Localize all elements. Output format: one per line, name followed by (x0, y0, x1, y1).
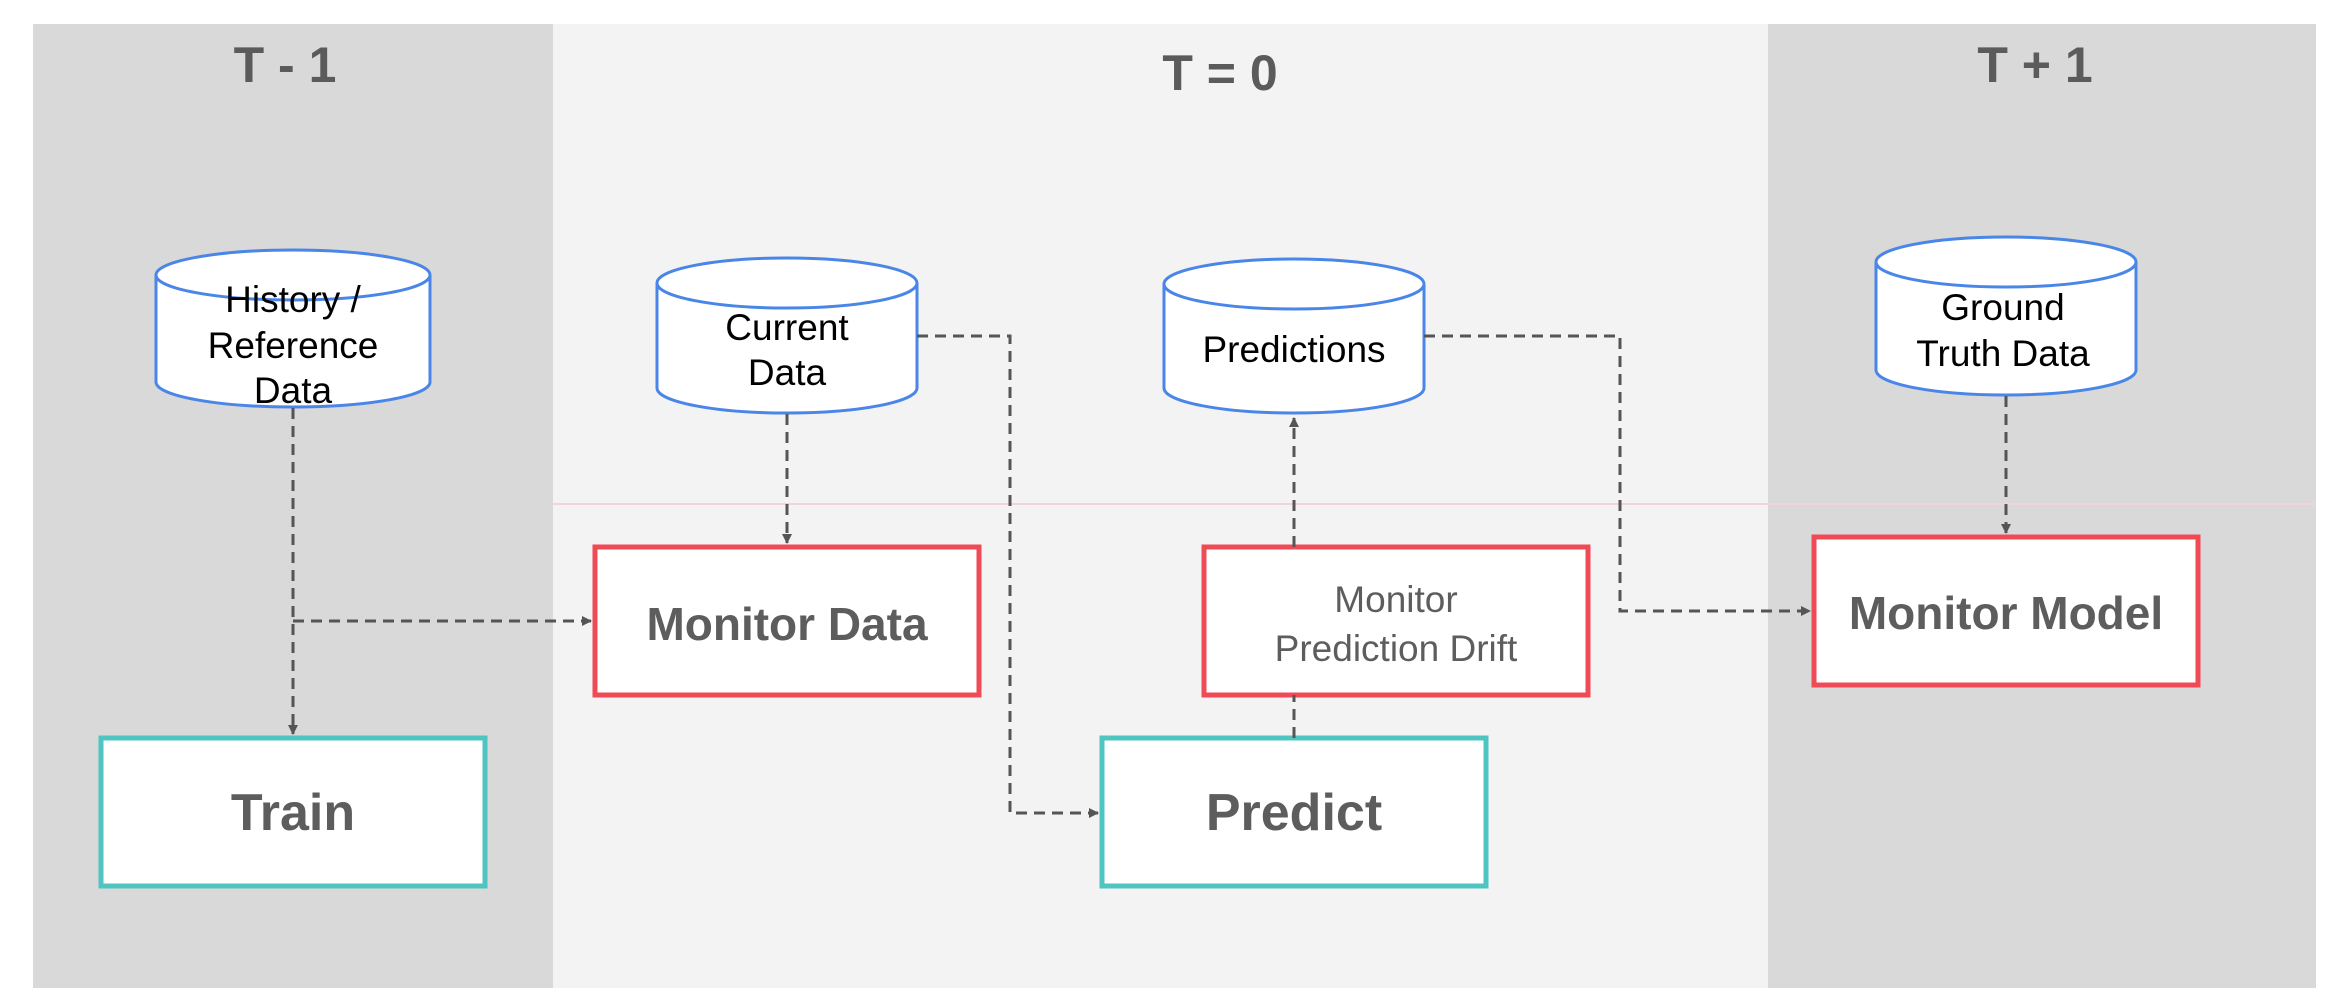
phase-future-label: T + 1 (1977, 37, 2092, 93)
predict-label: Predict (1206, 784, 1382, 842)
ground-truth-label-line-2: Truth Data (1916, 333, 2090, 374)
arrow-current-to-predict (917, 334, 1099, 818)
current-cylinder-body (655, 283, 919, 415)
ground-truth-cylinder-top (1874, 235, 2138, 289)
monitor-data-label: Monitor Data (646, 598, 928, 650)
band-future (1768, 24, 2316, 988)
history-label-line-1: History / (225, 279, 361, 320)
monitor-data-box: Monitor Data (592, 544, 982, 698)
ground-truth-label-line-1: Ground (1941, 287, 2064, 328)
monitor-prediction-drift-label-line-1: Monitor (1334, 579, 1457, 620)
history-reference-data-store: History / Reference Data (154, 248, 432, 411)
history-cylinder-body (154, 275, 432, 409)
monitor-model-box-border (1811, 534, 2201, 688)
monitor-prediction-drift-box-border (1201, 544, 1591, 698)
monitor-model-label: Monitor Model (1849, 587, 2163, 639)
predict-box: Predict (1099, 735, 1489, 889)
history-cylinder-top (154, 248, 432, 302)
arrow-predictions-to-monitor-model (1424, 334, 1811, 616)
predictions-label: Predictions (1202, 329, 1385, 370)
predictions-cylinder-top (1162, 257, 1426, 311)
phase-past-label: T - 1 (234, 37, 337, 93)
monitor-data-box-border (592, 544, 982, 698)
predictions-store: Predictions (1162, 257, 1426, 415)
monitor-model-box: Monitor Model (1811, 534, 2201, 688)
train-box-border (98, 735, 488, 889)
monitor-prediction-drift-box: Monitor Prediction Drift (1201, 544, 1591, 698)
history-label-line-3: Data (254, 370, 333, 411)
current-label-line-2: Data (748, 352, 827, 393)
predict-box-border (1099, 735, 1489, 889)
current-data-store: Current Data (655, 256, 919, 415)
train-box: Train (98, 735, 488, 889)
current-cylinder-top (655, 256, 919, 310)
ground-truth-data-store: Ground Truth Data (1874, 235, 2138, 397)
current-label-line-1: Current (725, 307, 849, 348)
history-label-line-2: Reference (208, 325, 379, 366)
ground-truth-cylinder-body (1874, 262, 2138, 397)
phase-present-label: T = 0 (1162, 45, 1277, 101)
train-label: Train (231, 784, 355, 842)
monitor-prediction-drift-label-line-2: Prediction Drift (1275, 628, 1518, 669)
